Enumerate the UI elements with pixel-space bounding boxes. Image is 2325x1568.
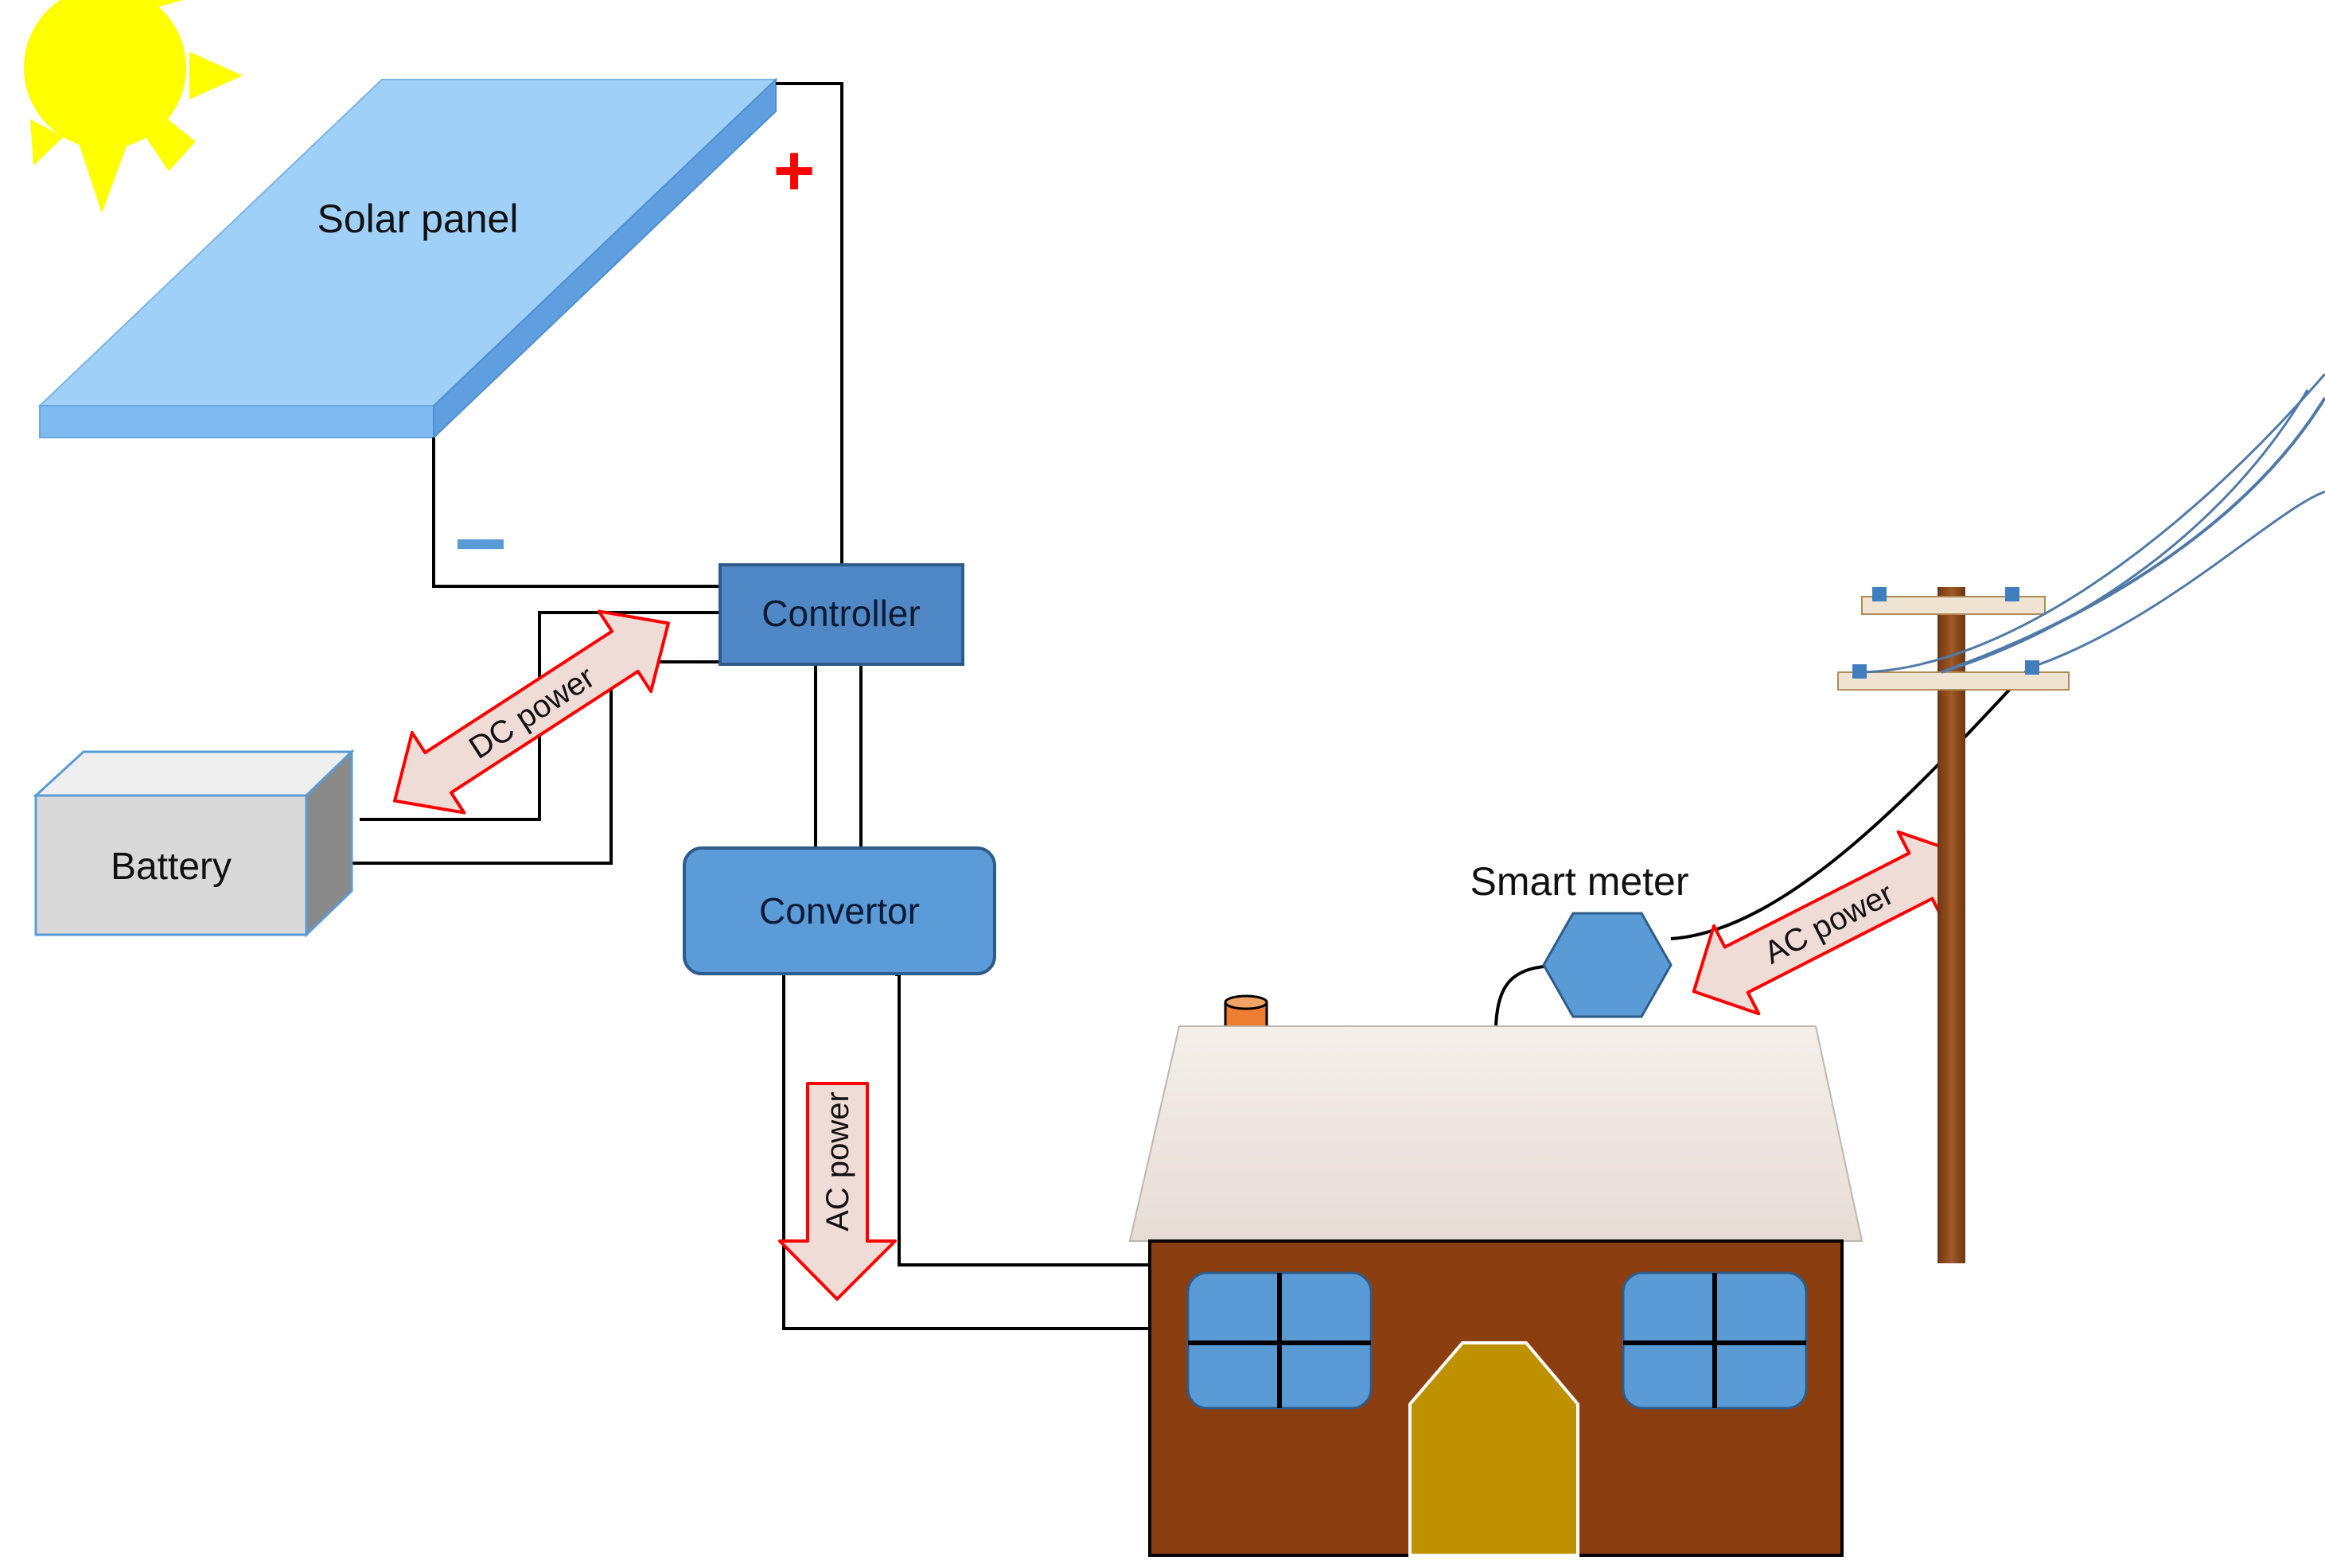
battery-label: Battery — [111, 846, 232, 888]
smart-meter-icon — [1542, 912, 1673, 1018]
convertor-box: Convertor — [683, 846, 996, 975]
dc-power-arrow: DC power — [393, 609, 670, 815]
ac-power-down-arrow: AC power — [778, 1082, 897, 1301]
controller-box: Controller — [719, 563, 964, 666]
ac-power-down-label: AC power — [820, 1091, 855, 1231]
utility-pole-icon — [1837, 373, 2325, 1263]
roof — [1128, 1025, 1864, 1242]
window-left — [1186, 1271, 1373, 1410]
positive-terminal-icon: + — [773, 131, 816, 211]
controller-label: Controller — [761, 593, 920, 634]
door — [1408, 1341, 1579, 1557]
sun-icon — [24, 0, 243, 213]
house-icon — [1128, 994, 1864, 1557]
solar-panel-label: Solar panel — [317, 196, 519, 241]
convertor-label: Convertor — [759, 890, 920, 932]
dc-power-label: DC power — [463, 659, 601, 766]
solar-panel: Solar panel — [37, 77, 778, 440]
battery-icon: Battery — [33, 749, 355, 938]
window-right — [1622, 1271, 1808, 1410]
negative-terminal-icon — [458, 539, 504, 549]
wiring — [352, 82, 2035, 1330]
smart-meter-label: Smart meter — [1470, 859, 1688, 904]
